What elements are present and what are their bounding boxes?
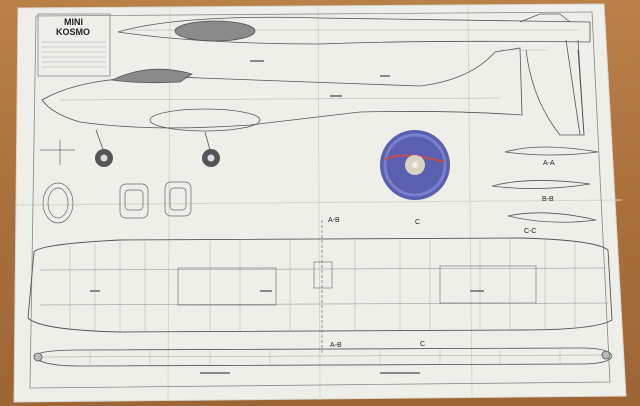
landing-gear [95,129,220,167]
section-label-aa: A-A [543,160,555,167]
wing-ribs [69,239,576,331]
airfoil-bb [491,180,591,189]
tailplane-view [33,347,613,367]
airfoil-aa [504,146,599,156]
canopy-side-fill [110,68,193,84]
section-label-c-top: C [415,219,420,226]
airfoil-cc [507,212,597,223]
section-label-bb: B-B [542,196,554,203]
fuselage-side-view [41,47,585,136]
canopy-top-fill [174,20,256,42]
section-label-c-bottom: C [420,341,425,348]
title-block: MINI KOSMO [37,13,111,77]
plan-sheet [13,3,627,403]
main-wing [27,220,613,355]
cd-disc [380,130,450,200]
small-parts [40,140,192,224]
section-label-cc: C-C [524,228,536,235]
plan-title-line2: KOSMO [56,27,90,37]
plan-border [29,11,611,389]
dimension-marks [90,60,484,374]
section-label-ab-top: A-B [328,217,340,224]
plan-title-line1: MINI [64,17,83,27]
airfoil-sections [491,146,599,223]
tailplane-ribs [89,348,561,366]
section-label-ab-bottom: A-B [330,342,342,349]
